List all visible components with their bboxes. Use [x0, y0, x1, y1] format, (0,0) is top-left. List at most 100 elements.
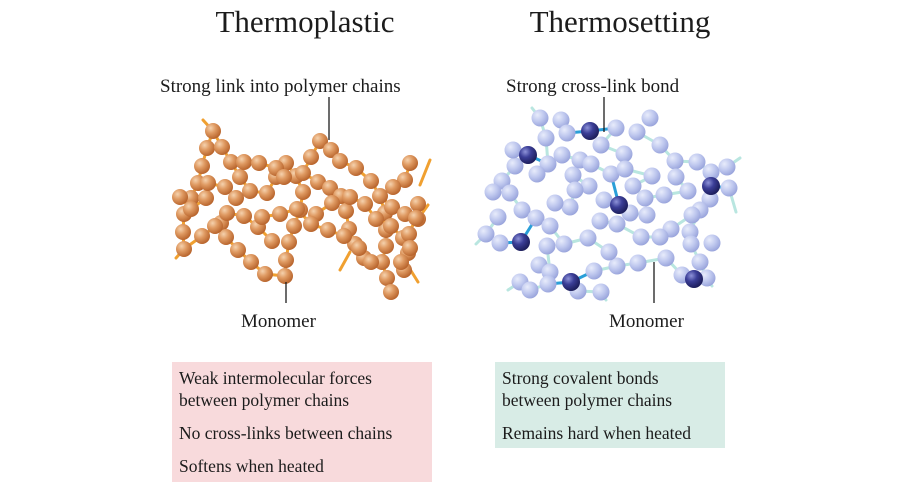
monomer [402, 240, 418, 256]
cross-link-label: Strong cross-link bond [506, 76, 680, 97]
monomer [701, 190, 719, 208]
monomer [506, 157, 524, 175]
monomer [257, 266, 273, 282]
monomer [682, 235, 700, 253]
monomer [643, 167, 661, 185]
monomer [691, 253, 709, 271]
monomer [539, 155, 557, 173]
monomer [254, 209, 270, 225]
monomer [720, 179, 738, 197]
thermoplastic-title: Thermoplastic [215, 4, 395, 39]
monomer [374, 254, 390, 270]
monomer [636, 189, 654, 207]
monomer [632, 228, 650, 246]
monomer [624, 177, 642, 195]
crosslink-atom [581, 122, 599, 140]
monomer [236, 208, 252, 224]
monomer [641, 109, 659, 127]
monomer [232, 169, 248, 185]
crosslink-atom [685, 270, 703, 288]
monomer [655, 186, 673, 204]
monomer [175, 224, 191, 240]
monomer [546, 194, 564, 212]
monomer [378, 238, 394, 254]
monomer [348, 160, 364, 176]
monomer [385, 179, 401, 195]
thermoplastic-property: No cross-links between chains [179, 423, 393, 443]
monomer [205, 123, 221, 139]
monomer [336, 228, 352, 244]
monomer [242, 183, 258, 199]
monomer [477, 225, 495, 243]
thermosetting-property: Remains hard when heated [502, 423, 692, 443]
monomer [379, 270, 395, 286]
monomer [513, 201, 531, 219]
monomer [303, 216, 319, 232]
thermosetting-monomer-label: Monomer [609, 311, 684, 332]
monomer [372, 188, 388, 204]
monomer [579, 229, 597, 247]
monomer [223, 154, 239, 170]
monomer [607, 119, 625, 137]
crosslink-atom [512, 233, 530, 251]
monomer [277, 268, 293, 284]
monomer [320, 222, 336, 238]
monomer [521, 281, 539, 299]
monomer [200, 175, 216, 191]
monomer [501, 184, 519, 202]
monomer [667, 168, 685, 186]
thermosetting-property: Strong covalent bonds between polymer ch… [502, 368, 673, 410]
monomer [322, 180, 338, 196]
monomer [555, 235, 573, 253]
thermoplastic-property: Weak intermolecular forces between polym… [179, 368, 372, 410]
thermosetting-properties-box: Strong covalent bonds between polymer ch… [495, 362, 725, 448]
crosslink-atom [519, 146, 537, 164]
monomer [264, 233, 280, 249]
monomer [312, 133, 328, 149]
monomer [553, 146, 571, 164]
monomer [615, 145, 633, 163]
monomer [718, 158, 736, 176]
thermoplastic-properties-box: Weak intermolecular forces between polym… [172, 362, 432, 482]
monomer [703, 234, 721, 252]
monomer [259, 185, 275, 201]
monomer [219, 205, 235, 221]
monomer [410, 196, 426, 212]
monomer [272, 206, 288, 222]
monomer [281, 234, 297, 250]
monomer [295, 184, 311, 200]
monomer [539, 275, 557, 293]
crosslink-atom [562, 273, 580, 291]
monomer [580, 177, 598, 195]
monomer [628, 123, 646, 141]
monomer [183, 201, 199, 217]
monomer [176, 241, 192, 257]
monomer [666, 152, 684, 170]
monomer [558, 124, 576, 142]
monomer [384, 199, 400, 215]
monomer [683, 206, 701, 224]
monomer [688, 153, 706, 171]
monomer [698, 269, 716, 287]
monomer [214, 139, 230, 155]
monomer [357, 196, 373, 212]
monomer [310, 174, 326, 190]
monomer [401, 226, 417, 242]
monomer [592, 283, 610, 301]
monomer [278, 252, 294, 268]
monomer [218, 229, 234, 245]
monomer [600, 243, 618, 261]
monomer [527, 209, 545, 227]
monomer [491, 234, 509, 252]
monomer [207, 218, 223, 234]
monomer [679, 182, 697, 200]
monomer [383, 218, 399, 234]
thermosetting-monomers [477, 109, 738, 301]
monomer [276, 169, 292, 185]
monomer [541, 217, 559, 235]
monomer [295, 165, 311, 181]
monomer [651, 228, 669, 246]
monomer [585, 262, 603, 280]
monomer [286, 218, 302, 234]
